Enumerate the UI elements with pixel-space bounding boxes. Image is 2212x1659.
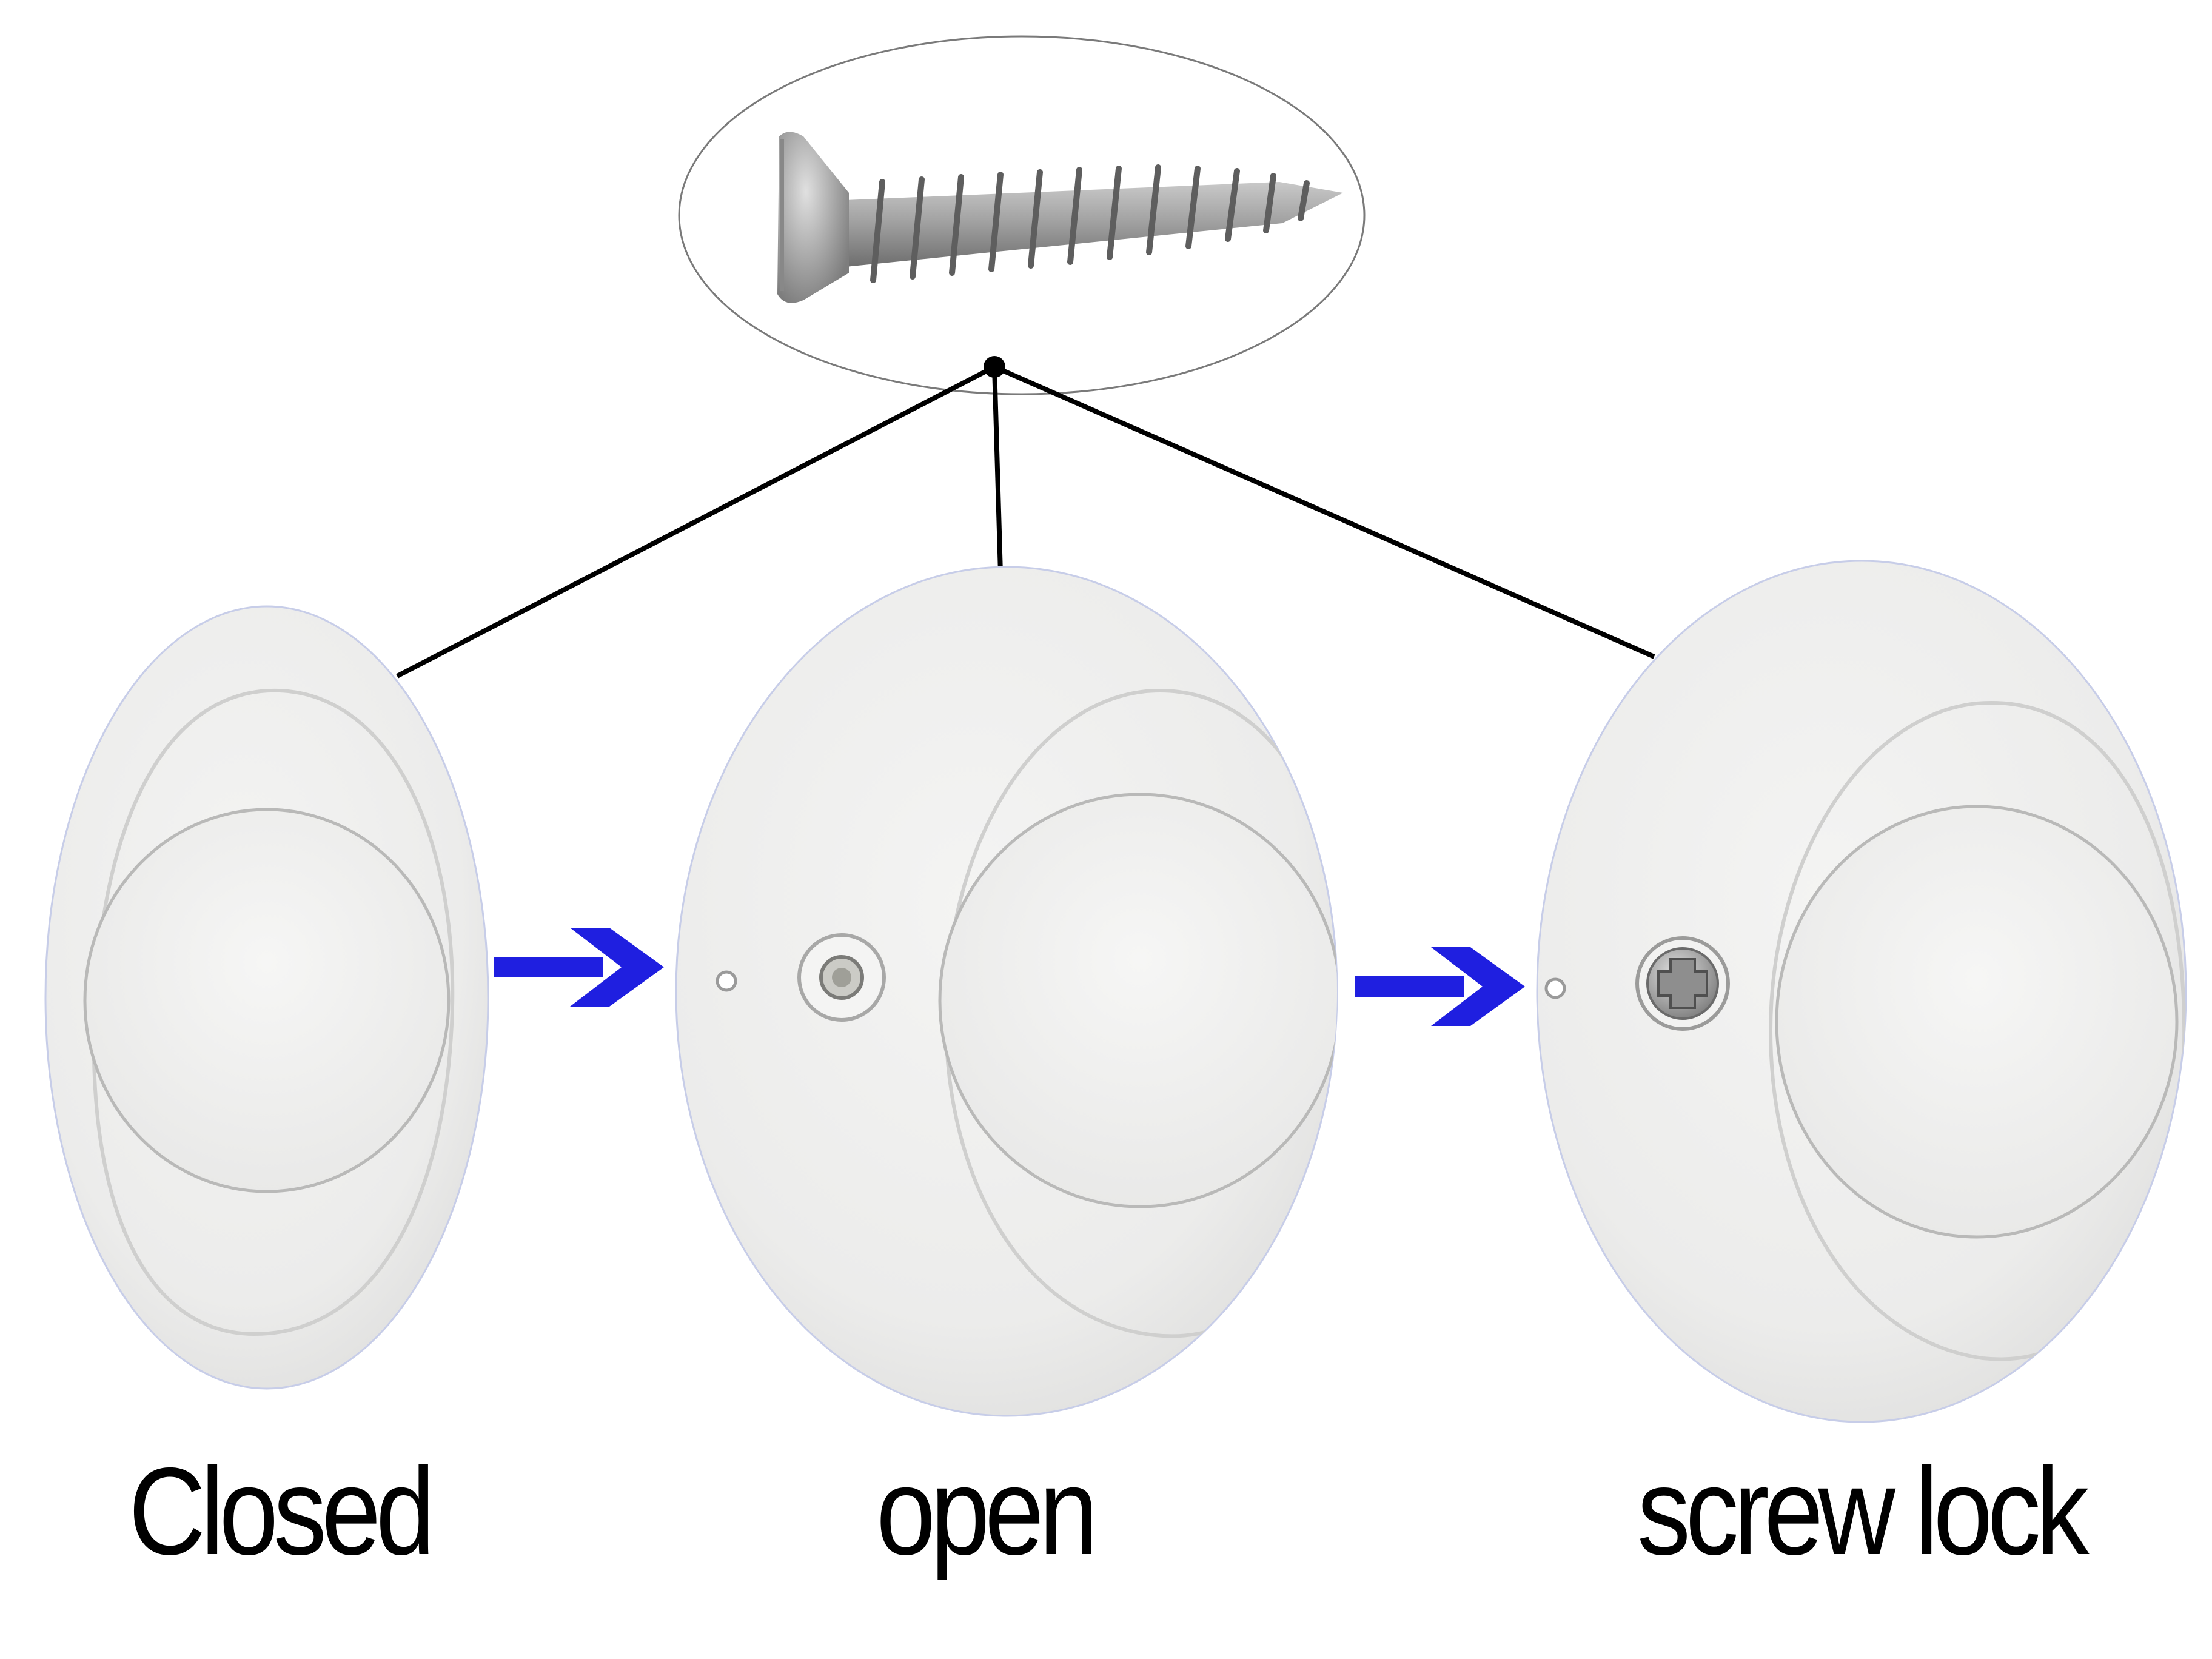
open-pin-hole bbox=[716, 970, 737, 992]
closed-state-illustration bbox=[44, 605, 489, 1390]
screw-lock-state-label: screw lock bbox=[1637, 1442, 2089, 1581]
screw-callout bbox=[678, 35, 1366, 395]
right-arrow-icon bbox=[494, 928, 664, 1007]
screw-icon bbox=[777, 132, 1343, 303]
open-state-illustration bbox=[675, 566, 1338, 1417]
phillips-screw-head-icon bbox=[1646, 947, 1719, 1020]
lock-cover-disc bbox=[1775, 805, 2179, 1239]
closed-cover-disc bbox=[83, 808, 451, 1193]
connector-hub-dot bbox=[984, 356, 1005, 378]
open-cover-disc bbox=[938, 793, 1337, 1208]
closed-slider-outline bbox=[92, 688, 455, 1336]
lock-pin-hole bbox=[1544, 977, 1566, 999]
right-arrow-icon bbox=[1355, 947, 1525, 1026]
lock-slider-outline bbox=[1768, 700, 2186, 1361]
connector-lines bbox=[396, 364, 1655, 679]
screw-lock-state-illustration bbox=[1536, 560, 2187, 1423]
closed-state-label: Closed bbox=[129, 1442, 435, 1581]
connector-to-lock bbox=[993, 364, 1655, 659]
connector-to-open bbox=[992, 366, 1003, 574]
open-state-label: open bbox=[876, 1442, 1098, 1581]
connector-to-closed bbox=[396, 364, 996, 679]
